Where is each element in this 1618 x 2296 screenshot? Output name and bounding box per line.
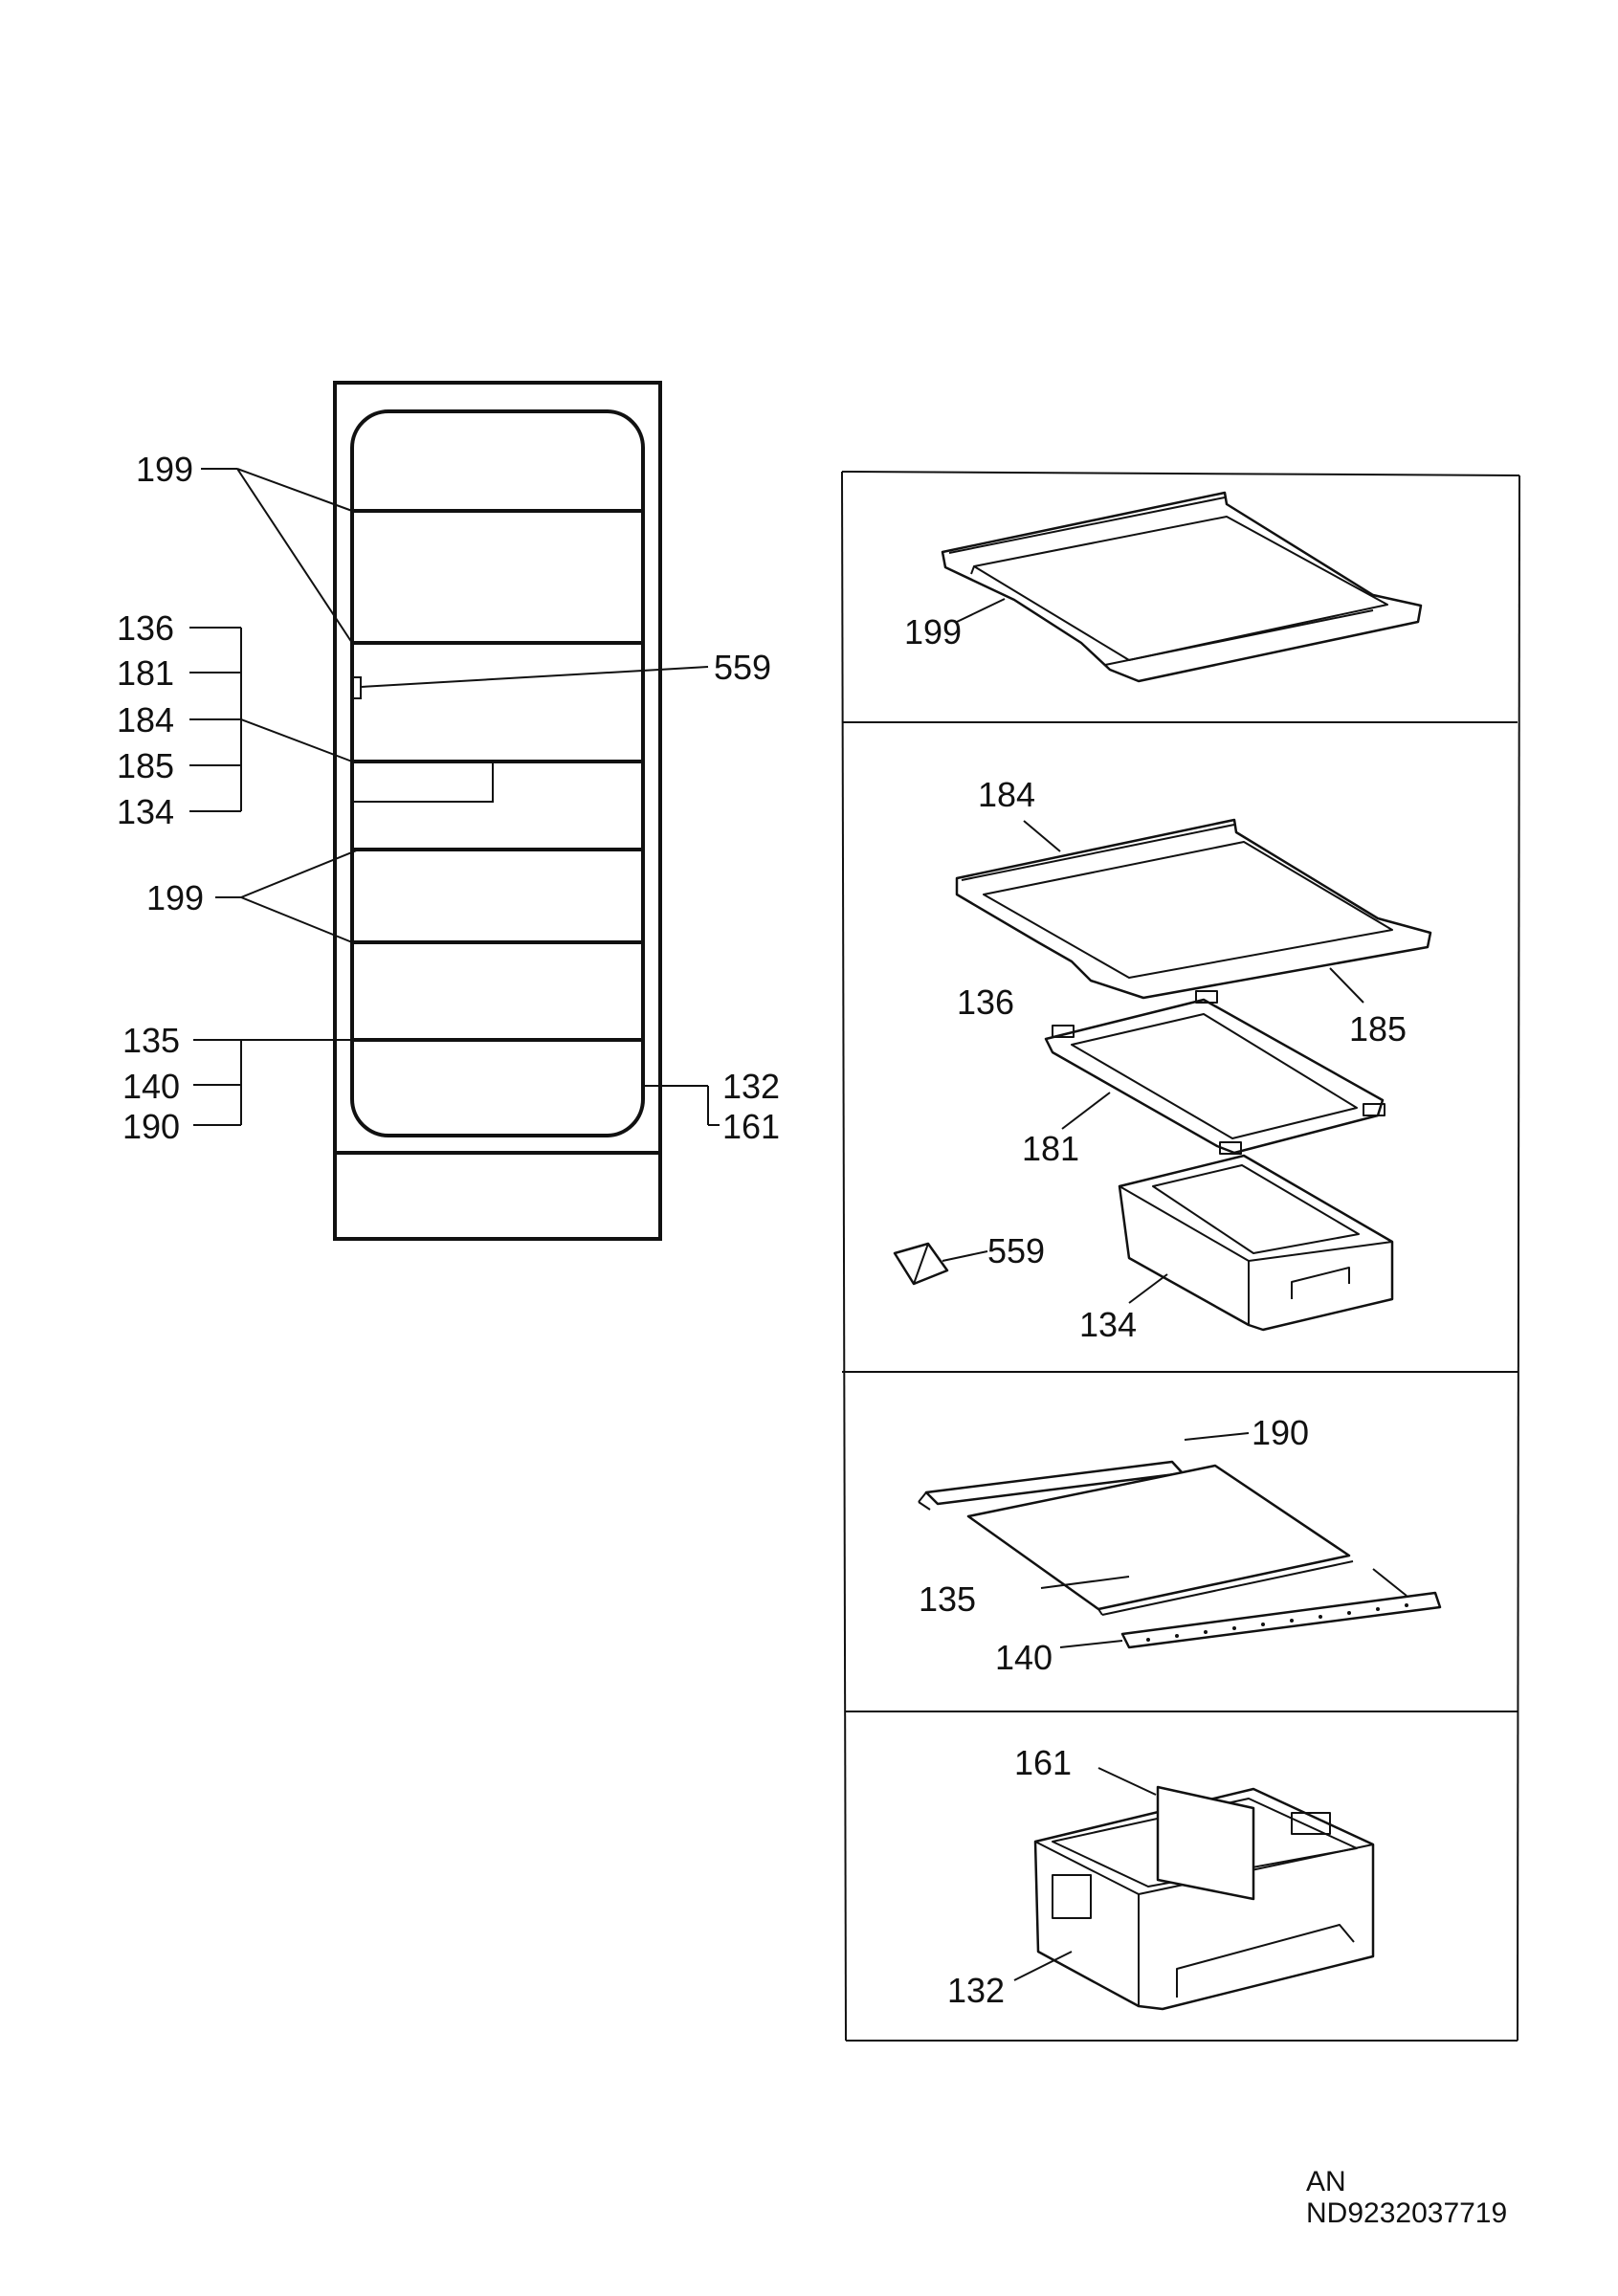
leader-p1-199 [956, 598, 1006, 623]
leader-p2-181 [1061, 1092, 1111, 1130]
divider-161 [1156, 1785, 1255, 1901]
label-left-199-mid: 199 [146, 878, 204, 917]
panel-2-frame-181 [1044, 990, 1385, 1155]
cabinet-inner-liner [350, 409, 645, 1137]
label-left-161: 161 [722, 1107, 780, 1146]
leader-p3-135 [1040, 1576, 1130, 1589]
drawer-outline [352, 762, 494, 803]
label-p2-136: 136 [957, 982, 1014, 1022]
panel-3-parts [918, 1460, 1442, 1649]
leader-p3-140 [1059, 1640, 1123, 1648]
label-left-134: 134 [117, 792, 174, 831]
panel-2-shelf-184 [955, 818, 1432, 1000]
doc-code-line2: ND9232037719 [1306, 2197, 1507, 2229]
label-p3-190: 190 [1252, 1413, 1309, 1452]
label-left-190: 190 [122, 1107, 180, 1146]
label-left-559: 559 [714, 648, 771, 687]
panel-2-part-559 [893, 1242, 949, 1286]
label-left-181: 181 [117, 653, 174, 693]
panel-1-glass-shelf [941, 491, 1423, 683]
label-p2-184: 184 [978, 775, 1035, 814]
panel-4-drawer-132 [1033, 1785, 1375, 2011]
leader-p2-559 [942, 1250, 988, 1262]
glass-plate-135 [966, 1464, 1351, 1611]
exploded-panels-frame [841, 471, 1520, 2042]
doc-code-line1: AN [1306, 2166, 1346, 2197]
cabinet-outline [333, 381, 662, 1241]
left-leader-lines [189, 468, 720, 1126]
leader-p4-161 [1097, 1767, 1157, 1796]
panel-2-drawer-134 [1118, 1154, 1394, 1332]
label-left-132: 132 [722, 1067, 780, 1106]
fridge-cabinet-overview [333, 381, 662, 1241]
label-left-184: 184 [117, 700, 174, 740]
label-p4-132: 132 [947, 1971, 1005, 2010]
leader-p4-132 [1013, 1951, 1073, 1981]
label-p4-161: 161 [1014, 1743, 1072, 1782]
label-left-140: 140 [122, 1067, 180, 1106]
label-p2-181: 181 [1022, 1129, 1079, 1168]
label-left-199-top: 199 [136, 450, 193, 489]
label-p2-185: 185 [1349, 1009, 1407, 1049]
label-p2-134: 134 [1079, 1305, 1137, 1344]
leader-p2-185 [1329, 967, 1364, 1004]
label-left-136: 136 [117, 608, 174, 648]
label-left-185: 185 [117, 746, 174, 785]
grille-140 [1120, 1591, 1442, 1649]
part-559-marker [351, 676, 362, 699]
label-p2-559: 559 [987, 1231, 1045, 1270]
label-p1-199: 199 [904, 612, 962, 651]
label-p3-135: 135 [919, 1579, 976, 1619]
leader-p2-184 [1023, 820, 1061, 852]
label-left-135: 135 [122, 1021, 180, 1060]
leader-p2-134 [1128, 1273, 1168, 1304]
leader-p3-190 [1184, 1432, 1250, 1441]
label-p3-140: 140 [995, 1638, 1053, 1677]
